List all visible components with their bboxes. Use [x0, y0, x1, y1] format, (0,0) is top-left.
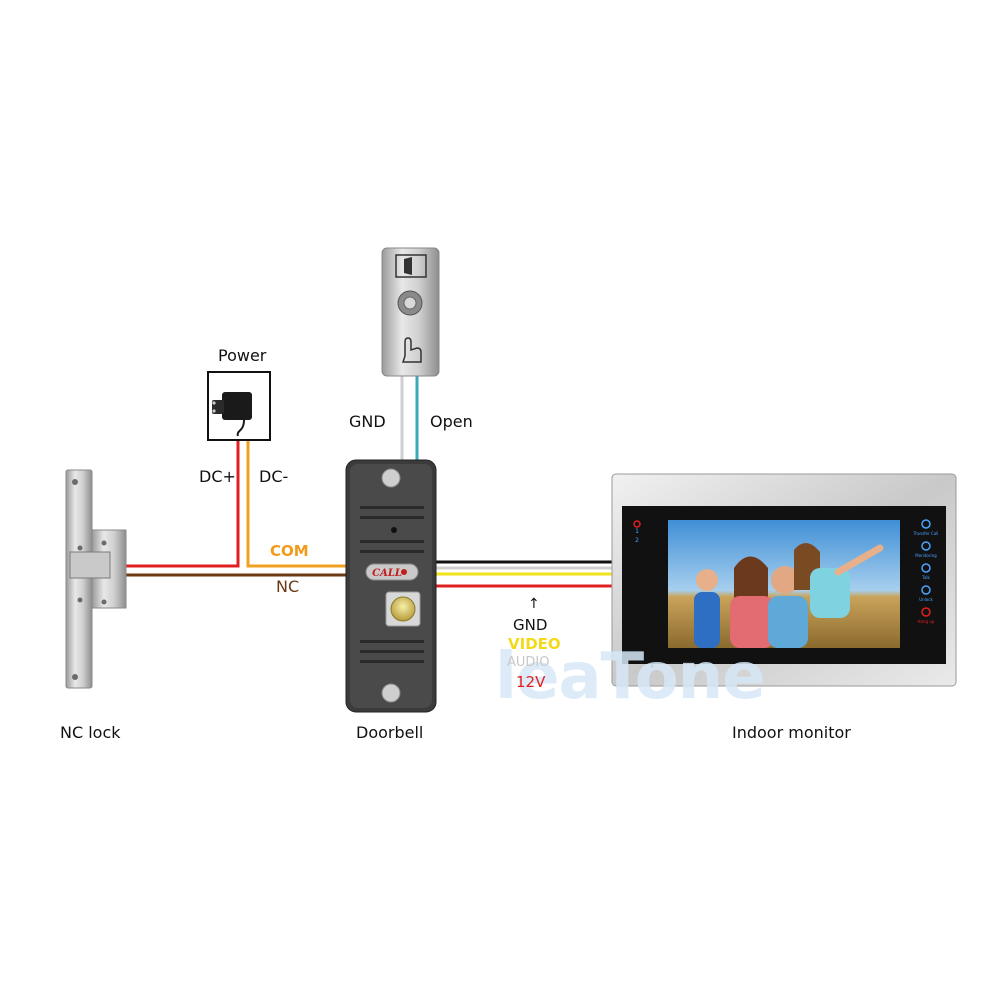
hang-up-icon [921, 607, 931, 617]
doorbell-unit: CALL [345, 459, 437, 713]
transfer-call-icon [921, 519, 931, 529]
indoor-monitor: 1 2 Transfer CallMonitoringTalkUnlockHan… [611, 473, 957, 687]
talk-icon [921, 563, 931, 573]
monitor-button-label: Transfer Call [913, 531, 939, 536]
open-label: Open [430, 412, 473, 431]
monitor-button-label: Monitoring [915, 553, 937, 558]
watermark-logo: leaTone [495, 640, 766, 714]
exit-button [381, 247, 440, 377]
monitor-button-label: Talk [921, 575, 930, 580]
led-1-label: 1 [635, 528, 639, 535]
monitor-wires [436, 560, 612, 588]
monitoring-icon [921, 541, 931, 551]
led-2-label: 2 [635, 537, 639, 544]
indoor-monitor-caption: Indoor monitor [732, 723, 851, 742]
power-adapter [207, 371, 271, 441]
arrow-up-icon: ↑ [528, 596, 540, 612]
gnd-bus-label: GND [513, 616, 548, 634]
com-label: COM [270, 542, 309, 560]
doorbell-caption: Doorbell [356, 723, 424, 742]
nc-lock [65, 469, 127, 689]
audio-label: AUDIO [507, 655, 550, 670]
power-label: Power [218, 346, 267, 365]
dc-plus-label: DC+ [199, 467, 236, 486]
wire-red-dc-plus [126, 440, 240, 568]
nc-lock-caption: NC lock [60, 723, 121, 742]
monitor-button-label: Hang up [918, 619, 935, 624]
video-label: VIDEO [508, 635, 561, 653]
v12-label: 12V [516, 673, 546, 691]
dc-minus-label: DC- [259, 467, 289, 486]
gnd-exit-label: GND [349, 412, 386, 431]
nc-label: NC [276, 577, 300, 596]
unlock-icon [921, 585, 931, 595]
wire-orange-com [246, 440, 352, 568]
lock-wires [126, 440, 352, 577]
monitor-button-label: Unlock [919, 597, 933, 602]
call-label: CALL [372, 568, 402, 579]
